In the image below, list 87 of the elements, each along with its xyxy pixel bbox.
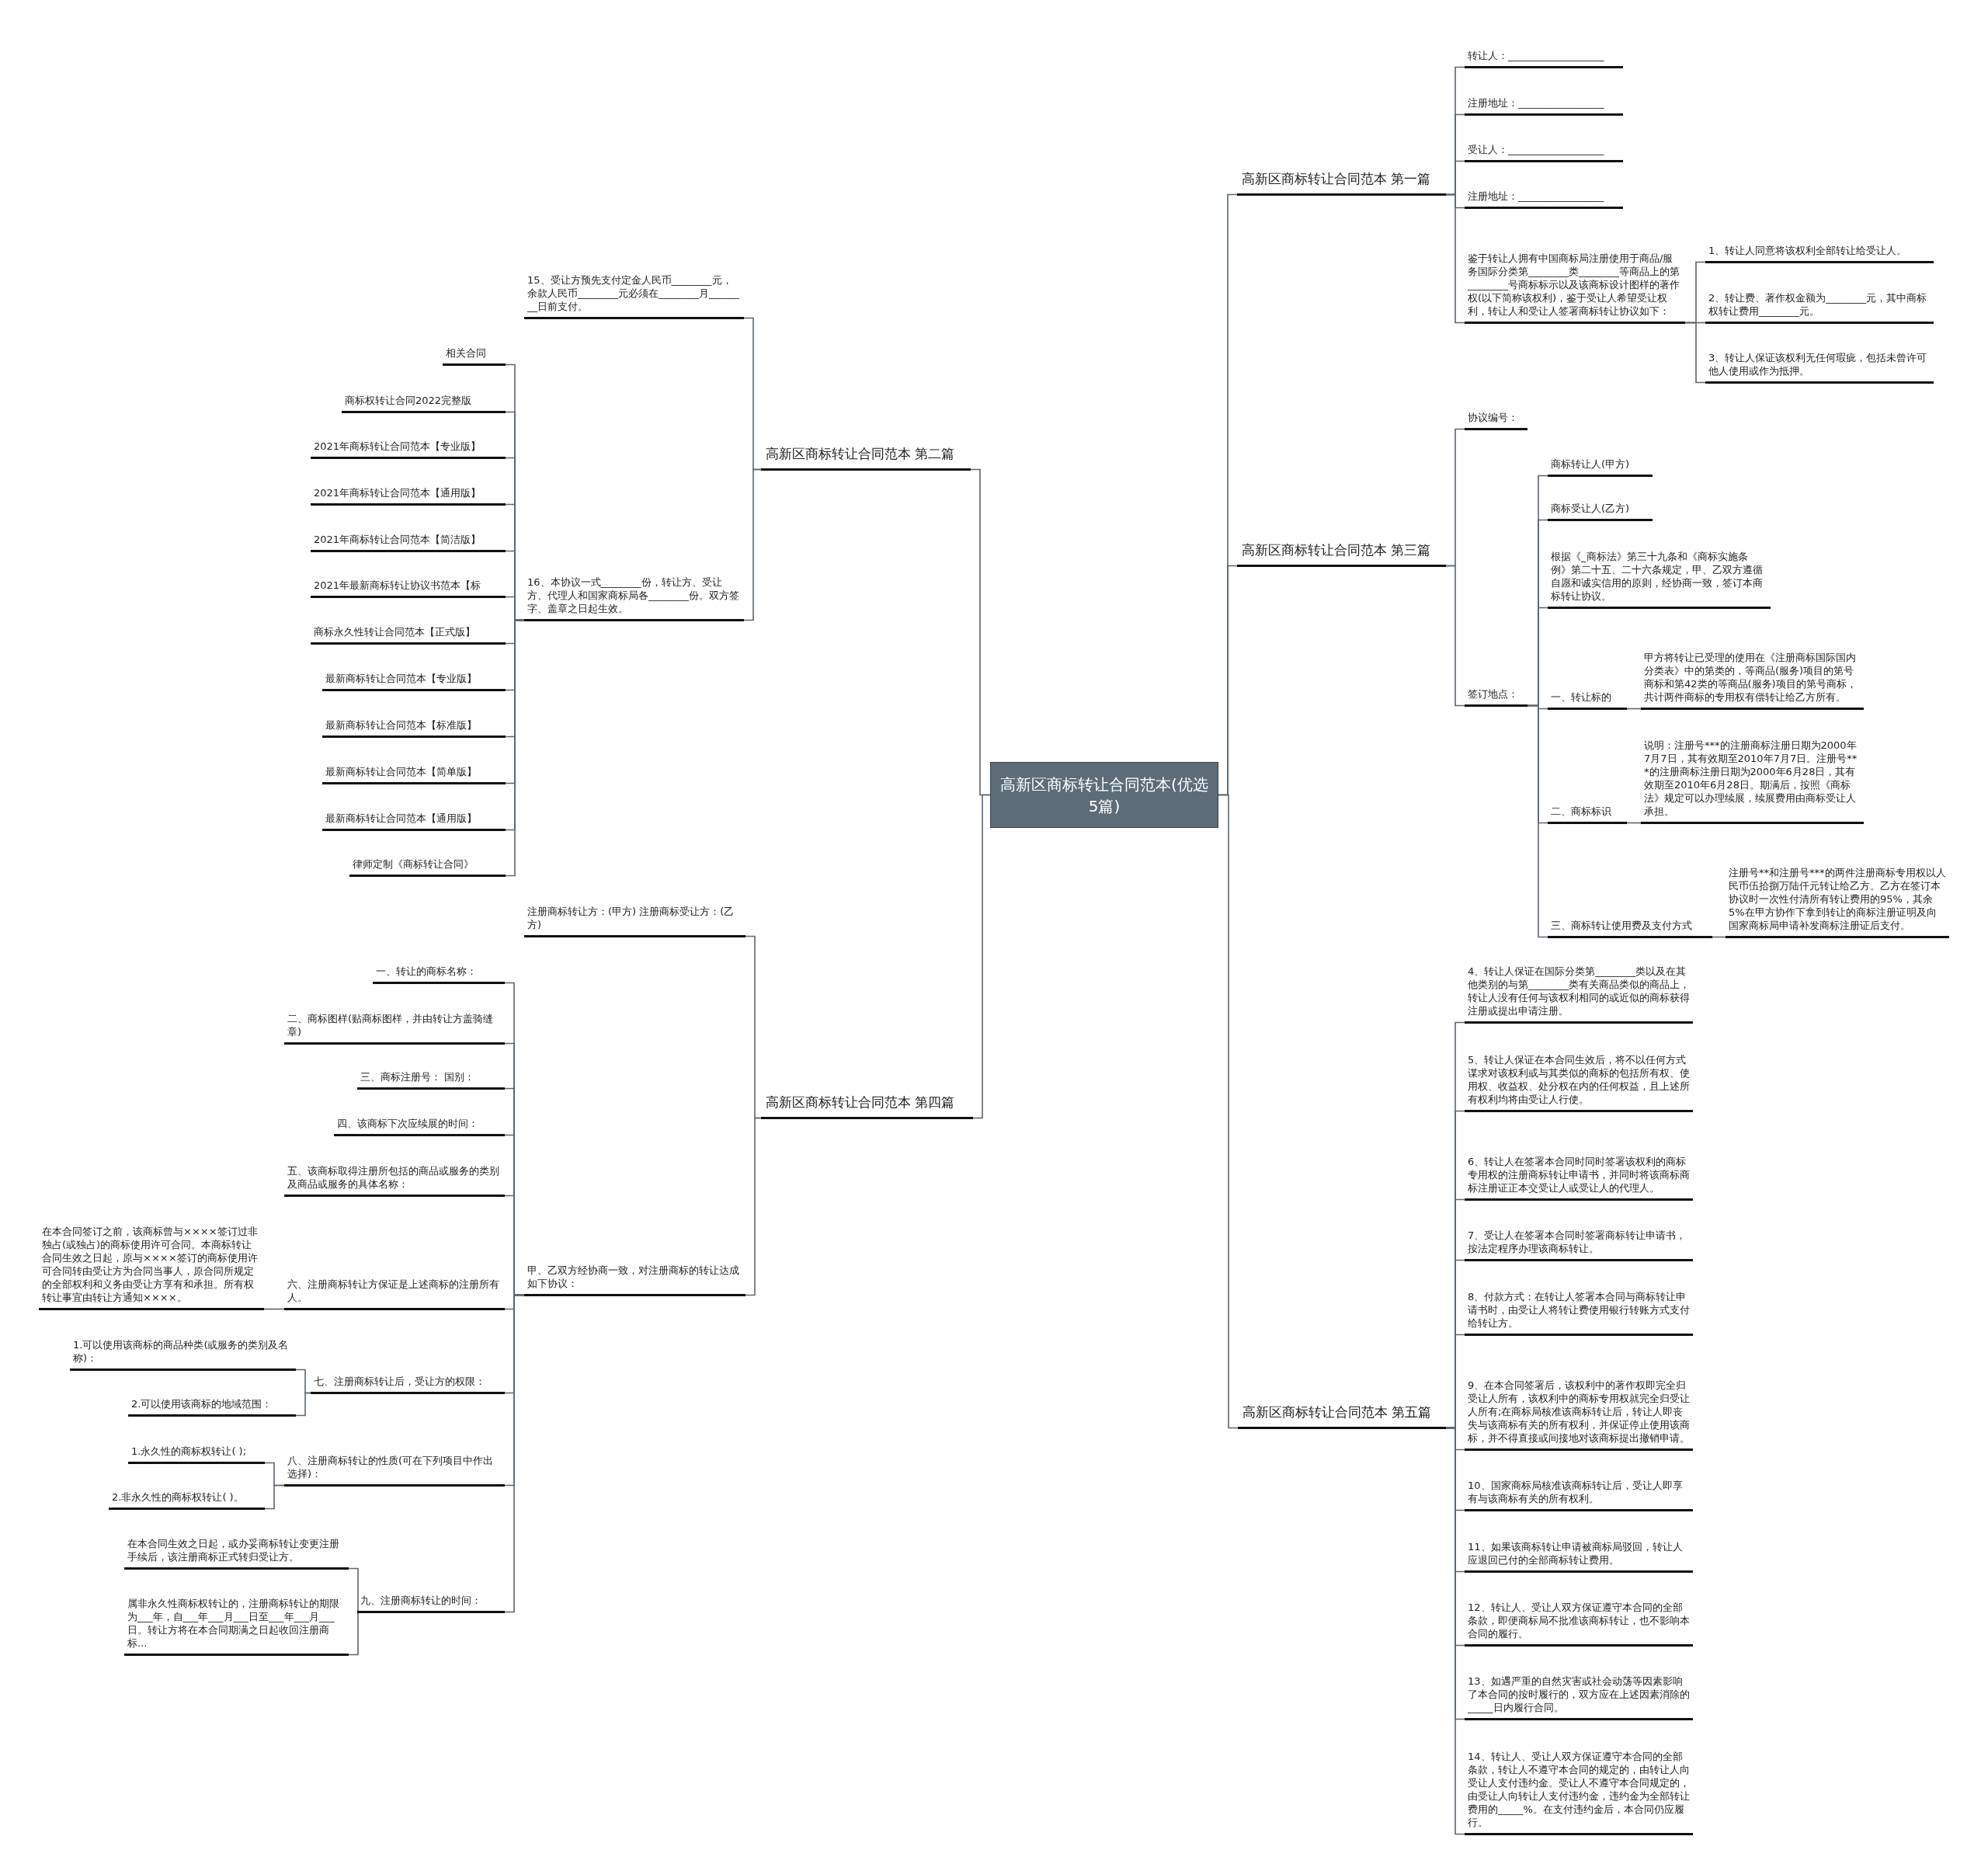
subtopic: 四、该商标下次应续展的时间：: [334, 1117, 505, 1136]
subtopic: 2021年商标转让合同范本【通用版】: [311, 486, 506, 506]
connector-line: [263, 1308, 285, 1310]
subtopic: 五、该商标取得注册所包括的商品或服务的类别及商品或服务的具体名称：: [284, 1164, 505, 1197]
subtopic: 最新商标转让合同范本【简单版】: [322, 765, 506, 784]
subtopic: 14、转让人、受让人双方保证遵守本合同的全部条款，转让人不遵守本合同的规定的，由转让人向受让人支付违约金。受让人不遵守本合同规定的，由受让人向转让人支付违约金，违约金为全部转让费用的_____%。在支付违约金后，本合同仍应履行。: [1465, 1750, 1693, 1835]
subtopic: 16、本协议一式________份，转让方、受让方、代理人和国家商标局各________份。双方签字、盖章之日起生效。: [524, 576, 744, 621]
subtopic: 甲、乙双方经协商一致，对注册商标的转让达成如下协议：: [524, 1264, 746, 1296]
subtopic: 一、转让的商标名称：: [373, 965, 505, 984]
subtopic: 10、国家商标局核准该商标转让后，受让人即享有与该商标有关的所有权利。: [1465, 1479, 1693, 1511]
subtopic: 三、商标转让使用费及支付方式: [1548, 919, 1712, 938]
subtopic: 2.非永久性的商标权转让( )。: [109, 1490, 265, 1510]
connector-line: [1218, 794, 1239, 1429]
subtopic: 签订地点：: [1465, 687, 1527, 707]
subtopic: 6、转让人在签署本合同时同时签署该权利的商标专用权的注册商标转让申请书，并同时将该商标商标注册证正本交受让人或受让人的代理人。: [1465, 1155, 1693, 1201]
branch-topic: 高新区商标转让合同范本 第四篇: [761, 1094, 973, 1119]
subtopic: 协议编号：: [1465, 411, 1527, 430]
subtopic: 商标永久性转让合同范本【正式版】: [311, 625, 506, 645]
connector-line: [1445, 1427, 1465, 1835]
subtopic: 七、注册商标转让后，受让方的权限：: [311, 1375, 505, 1394]
subtopic: 11、如果该商标转让申请被商标局驳回，转让人应退回已付的全部商标转让费用。: [1465, 1540, 1693, 1573]
subtopic: 注册商标转让方：(甲方) 注册商标受让方：(乙方): [524, 905, 746, 937]
connector-line: [504, 1294, 525, 1613]
branch-topic: 高新区商标转让合同范本 第三篇: [1237, 541, 1446, 567]
connector-line: [295, 1392, 311, 1417]
subtopic: 9、在本合同签署后，该权利中的著作权即完全归受让人所有，该权利中的商标专用权就完全归受让人所有;在商标局核准该商标转让后，转让人即丧失与该商标有关的所有权利，并保证停止使用该商标，并不得直接或间接地对该商标提出撤销申请。: [1465, 1379, 1693, 1451]
connector-line: [1626, 708, 1642, 710]
subtopic: 在本合同生效之日起，或办妥商标转让变更注册手续后，该注册商标正式转归受让方。: [124, 1537, 349, 1570]
subtopic: 一、转让标的: [1548, 690, 1627, 710]
connector-line: [745, 1117, 762, 1296]
connector-line: [972, 794, 991, 1119]
subtopic: 2021年商标转让合同范本【简洁版】: [311, 533, 506, 552]
connector-line: [505, 619, 525, 877]
connector-line: [264, 1484, 285, 1510]
connector-line: [1684, 322, 1706, 384]
subtopic: 注册地址：_________________: [1465, 190, 1623, 209]
subtopic: 2.可以使用该商标的地域范围：: [128, 1397, 296, 1417]
subtopic: 15、受让方预先支付定金人民币________元，余款人民币________元必须在________月________日前支付。: [524, 273, 744, 319]
subtopic: 7、受让人在签署本合同时签署商标转让申请书，按法定程序办理该商标转让。: [1465, 1229, 1693, 1261]
subtopic: 二、商标标识: [1548, 805, 1627, 824]
branch-topic: 高新区商标转让合同范本 第二篇: [761, 445, 971, 471]
connector-line: [1445, 565, 1465, 707]
central-topic: 高新区商标转让合同范本(优选5篇): [990, 762, 1218, 828]
subtopic: 1、转让人同意将该权利全部转让给受让人。: [1705, 244, 1934, 263]
subtopic: 转让人：___________________: [1465, 49, 1623, 68]
subtopic: 最新商标转让合同范本【专业版】: [322, 672, 506, 691]
subtopic: 5、转让人保证在本合同生效后，将不以任何方式谋求对该权利或与其类似的商标的包括所有权、使用权、收益权、处分权在内的任何权益，且上述所有权利均将由受让人行使。: [1465, 1053, 1693, 1112]
subtopic: 属非永久性商标权转让的，注册商标转让的期限为___年，自___年___月___日至___年___月___日。转让方将在本合同期满之日起收回注册商标...: [124, 1597, 349, 1656]
subtopic: 2、转让费、著作权金额为________元，其中商标权转让费用________元。: [1705, 291, 1934, 324]
subtopic: 律师定制《商标转让合同》: [349, 857, 506, 877]
connector-line: [348, 1567, 359, 1613]
subtopic: 九、注册商标转让的时间：: [357, 1594, 505, 1613]
branch-topic: 高新区商标转让合同范本 第一篇: [1237, 170, 1446, 196]
subtopic: 12、转让人、受让人双方保证遵守本合同的全部条款，即便商标局不批准该商标转让，也不影响本合同的履行。: [1465, 1601, 1693, 1647]
connector-line: [348, 1611, 359, 1656]
subtopic: 鉴于转让人拥有中国商标局注册使用于商品/服务国际分类第________类________等商品上的第________号商标标示以及该商标设计图样的著作权(以下简称该权利)，鉴于受让人希望受让权利，转让人和受让人签署商标转让协议如下：: [1465, 252, 1685, 324]
subtopic: 8、付款方式：在转让人签署本合同与商标转让申请书时，由受让人将转让费使用银行转账方式支付给转让方。: [1465, 1290, 1693, 1336]
subtopic: 注册地址：_________________: [1465, 96, 1623, 116]
subtopic: 受让人：___________________: [1465, 143, 1623, 162]
subtopic: 根据《_商标法》第三十九条和《商标实施条例》第二十五、二十六条规定，甲、乙双方遵循自愿和诚实信用的原则，经协商一致，签订本商标转让协议。: [1548, 550, 1771, 609]
subtopic: 商标权转让合同2022完整版: [342, 394, 506, 413]
subtopic: 2021年最新商标转让协议书范本【标: [311, 579, 506, 598]
subtopic: 13、如遇严重的自然灾害或社会动荡等因素影响了本合同的按时履行的，双方应在上述因素消除的_____日内履行合同。: [1465, 1675, 1693, 1720]
connector-line: [1527, 704, 1548, 938]
subtopic: 商标受让人(乙方): [1548, 502, 1653, 521]
subtopic: 商标转让人(甲方): [1548, 457, 1653, 477]
subtopic: 甲方将转让已受理的使用在《注册商标国际国内分类表》中的第类的，等商品(服务)项目的第号商标和第42类的等商品(服务)项目的第号商标，共计两件商标的专用权有偿转让给乙方所有。: [1641, 651, 1864, 710]
connector-line: [1626, 822, 1642, 824]
branch-topic: 高新区商标转让合同范本 第五篇: [1238, 1403, 1446, 1429]
subtopic: 注册号**和注册号***的两件注册商标专用权以人民币伍拾捌万陆仟元转让给乙方。乙方在签订本协议时一次性付清所有转让费用的95%，其余5%在甲方协作下拿到转让的商标注册证明及向国家商标局申请补发商标注册证后支付。: [1726, 866, 1949, 938]
subtopic: 2021年商标转让合同范本【专业版】: [311, 440, 506, 459]
subtopic: 3、转让人保证该权利无任何瑕疵，包括未曾许可他人使用或作为抵押。: [1705, 351, 1934, 384]
subtopic: 相关合同: [443, 346, 506, 366]
subtopic: 最新商标转让合同范本【标准版】: [322, 718, 506, 738]
subtopic: 二、商标图样(贴商标图样，并由转让方盖骑缝章): [284, 1012, 505, 1045]
subtopic: 说明：注册号***的注册商标注册日期为2000年7月7日，其有效期至2010年7月7日。注册号***的注册商标注册日期为2000年6月28日，其有效期至2010年6月28日。期满后，按照《商标法》规定可以办理续展，续展费用由商标受让人承担。: [1641, 739, 1864, 824]
subtopic: 最新商标转让合同范本【通用版】: [322, 812, 506, 831]
subtopic: 1.永久性的商标权转让( );: [128, 1445, 265, 1464]
connector-line: [743, 468, 762, 621]
subtopic: 4、转让人保证在国际分类第________类以及在其他类别的与第________类有关商品类似的商品上，转让人没有任何与该权利相同的或近似的商标获得注册或提出申请注册。: [1465, 965, 1693, 1024]
subtopic: 1.可以使用该商标的商品种类(或服务的类别及名称)：: [70, 1338, 296, 1371]
subtopic: 八、注册商标转让的性质(可在下列项目中作出选择)：: [284, 1454, 505, 1487]
subtopic: 在本合同签订之前，该商标曾与××××签订过非独占(或独占)的商标使用许可合同。本商标转让合同生效之日起，原与××××签订的商标使用许可合同转由受让方为合同当事人，原合同所规定的全部权利和义务由受让方享有和承担。所有权转让事宜由转让方通知××××。: [39, 1225, 264, 1310]
connector-line: [1712, 936, 1726, 938]
subtopic: 六、注册商标转让方保证是上述商标的注册所有人。: [284, 1278, 505, 1310]
subtopic: 三、商标注册号： 国别：: [357, 1070, 505, 1090]
connector-line: [1445, 193, 1465, 324]
